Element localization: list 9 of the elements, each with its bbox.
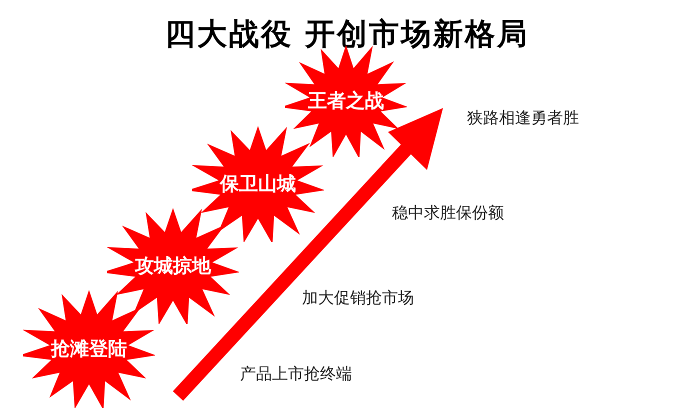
- stage-description: 产品上市抢终端: [240, 364, 352, 385]
- stage-description: 稳中求胜保份额: [392, 203, 504, 224]
- stage-name: 保卫山城: [218, 172, 297, 197]
- stage-description: 狭路相逢勇者胜: [467, 108, 579, 129]
- stage-name: 抢滩登陆: [50, 337, 128, 362]
- title: 四大战役 开创市场新格局: [164, 16, 530, 54]
- stage-name: 王者之战: [307, 89, 385, 114]
- stage-name: 攻城掠地: [134, 254, 212, 279]
- stage-description: 加大促销抢市场: [302, 288, 414, 309]
